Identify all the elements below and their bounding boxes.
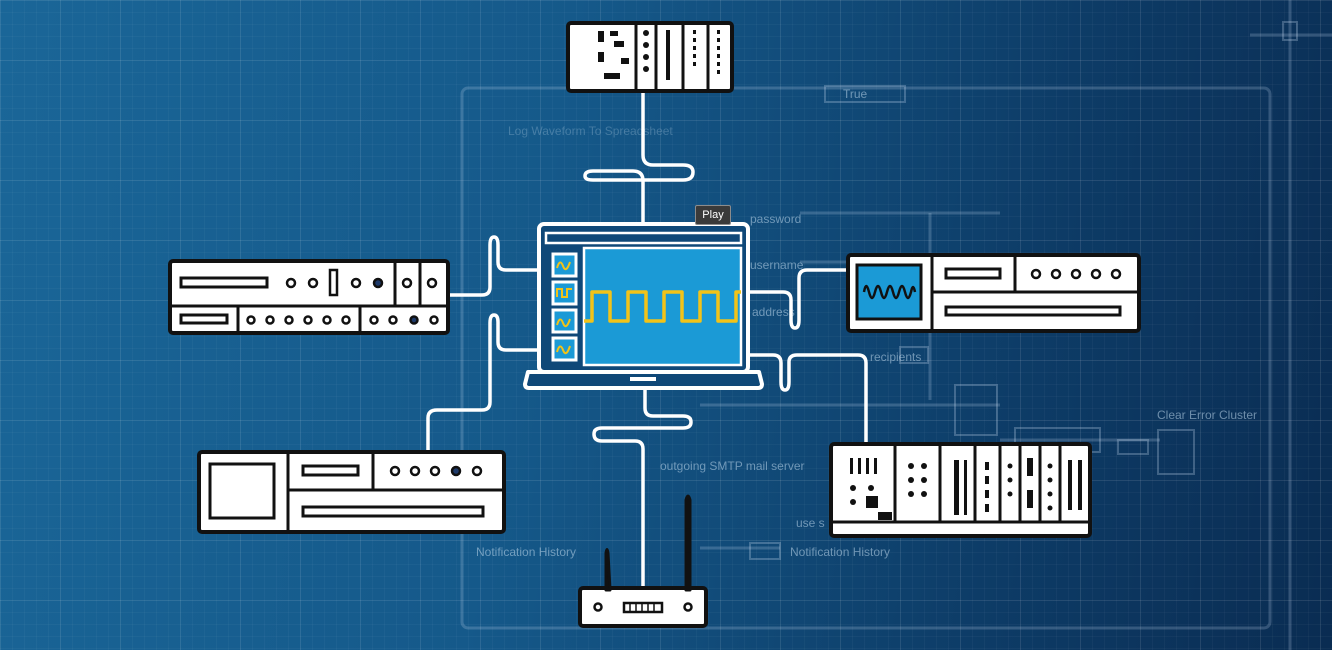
cable-bottom — [592, 386, 693, 590]
square-wave-trace — [584, 290, 741, 323]
play-tooltip-button[interactable]: Play — [695, 205, 731, 225]
wireless-router — [578, 494, 708, 628]
instrument-bottom-left — [197, 450, 506, 534]
oscilloscope-right — [846, 253, 1141, 333]
triangle-wave-icon — [551, 336, 578, 362]
notification-history-right-label: Notification History — [790, 545, 891, 559]
cables — [426, 90, 868, 590]
sine-wave-icon — [551, 252, 578, 278]
recipients-label: recipients — [870, 350, 922, 364]
cable-left-upper — [445, 235, 540, 297]
username-label: username — [750, 258, 804, 272]
square-wave-icon — [551, 280, 578, 306]
sawtooth-wave-icon — [551, 308, 578, 334]
pxi-chassis-bottom-right — [829, 442, 1092, 538]
laptop — [523, 222, 764, 390]
pxi-chassis-top — [566, 21, 734, 93]
case-selector-label: True — [843, 87, 868, 101]
cable-right-upper — [748, 268, 850, 330]
write-waveform-label: Log Waveform To Spreadsheet — [508, 124, 673, 138]
notification-history-left-label: Notification History — [476, 545, 577, 559]
address-label: address — [752, 305, 795, 319]
use-ssl-label: use s — [796, 516, 825, 530]
cable-left-lower — [426, 313, 540, 454]
smtp-label: outgoing SMTP mail server — [660, 459, 805, 473]
background-nodes — [749, 21, 1298, 560]
cable-top — [583, 90, 695, 224]
clear-error-cluster-label: Clear Error Cluster — [1157, 408, 1258, 422]
rack-instrument-left — [168, 259, 450, 335]
password-label: password — [750, 212, 802, 226]
cable-right-lower — [743, 353, 868, 445]
